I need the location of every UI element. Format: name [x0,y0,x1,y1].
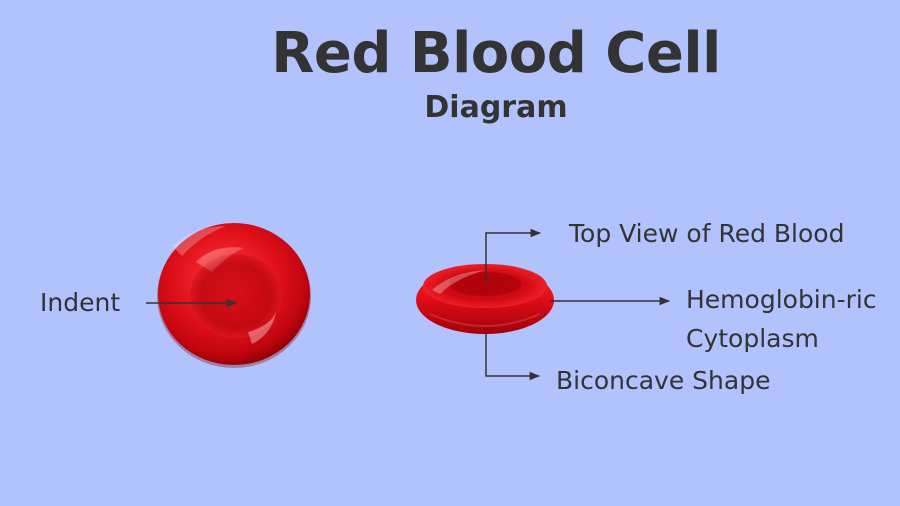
label-hemoglobin-line2: Cytoplasm [686,324,819,353]
diagram-subtitle: Diagram [424,90,568,125]
diagram-title: Red Blood Cell [271,21,721,86]
rbc-side-view [416,264,554,334]
label-hemoglobin-line1: Hemoglobin-ric [686,285,877,314]
label-biconcave: Biconcave Shape [556,366,771,395]
label-top-view: Top View of Red Blood [569,219,845,248]
rbc-front-view [157,223,311,368]
label-indent: Indent [40,288,121,317]
top-view-arrow [485,228,542,282]
biconcave-arrow [485,332,541,381]
